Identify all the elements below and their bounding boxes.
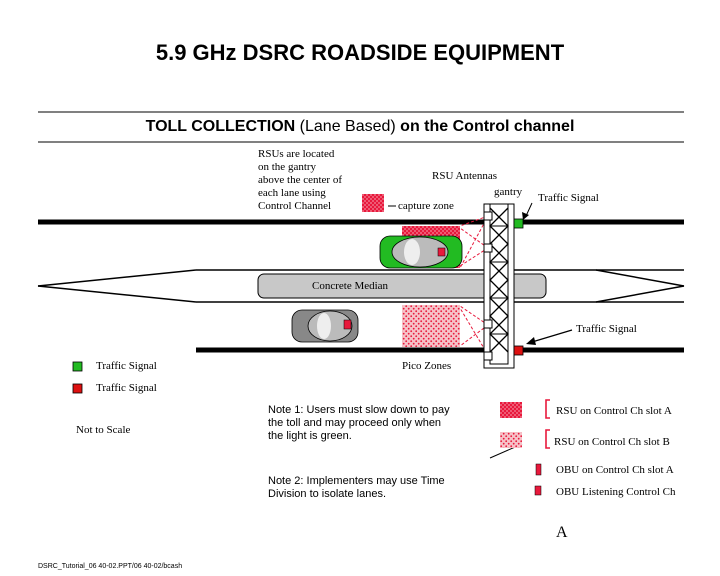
rsu-note-line: each lane using	[258, 187, 326, 199]
capture-zone-label: capture zone	[398, 200, 454, 212]
note-2: Note 2: Implementers may use Time Divisi…	[268, 475, 445, 500]
legend-obu-listen-swatch	[534, 485, 542, 496]
legend-red-signal-icon	[72, 383, 83, 394]
rsu-antennas-label: RSU Antennas	[432, 170, 498, 182]
car-gray-icon	[291, 309, 359, 343]
gantry	[483, 203, 515, 369]
traffic-signal-label-top: Traffic Signal	[538, 192, 599, 204]
legend-rsu-slot-a-swatch	[500, 402, 522, 418]
legend-brackets	[545, 399, 550, 449]
slot-a-marker: A	[556, 524, 568, 541]
car-green-icon	[379, 235, 463, 269]
arrow-head-top	[522, 212, 529, 220]
legend-obu-slot-a-swatch	[535, 463, 542, 476]
gantry-label: gantry	[494, 186, 523, 198]
traffic-signal-green-icon	[513, 218, 524, 229]
footer-filename: DSRC_Tutorial_06 40-02.PPT/06 40-02/bcas…	[38, 563, 183, 570]
rsu-antennas	[483, 211, 493, 361]
legend-obu-listen-label: OBU Listening Control Ch	[556, 486, 676, 498]
not-to-scale-label: Not to Scale	[76, 424, 131, 436]
legend-green-signal-label: Traffic Signal	[96, 360, 157, 372]
rsu-location-note: RSUs are located on the gantry above the…	[258, 148, 342, 213]
section-title-light: (Lane Based)	[295, 118, 401, 135]
antenna-beams	[459, 215, 489, 356]
section-title: TOLL COLLECTION (Lane Based) on the Cont…	[0, 118, 720, 136]
capture-zone-swatch	[362, 194, 384, 212]
pico-zones-label: Pico Zones	[402, 360, 452, 372]
rsu-note-line: above the center of	[258, 174, 342, 186]
legend-rsu-slot-a-label: RSU on Control Ch slot A	[556, 405, 672, 417]
note-1: Note 1: Users must slow down to pay the …	[268, 404, 450, 442]
taper-left-top	[37, 269, 197, 287]
traffic-signal-red-icon	[513, 345, 524, 356]
arrow-head-bottom	[526, 337, 536, 345]
traffic-signal-arrow-bottom	[531, 329, 573, 343]
taper-right-bottom	[595, 285, 685, 303]
concrete-median-label: Concrete Median	[312, 280, 389, 292]
rsu-note-line: Control Channel	[258, 200, 332, 212]
legend-red-signal-label: Traffic Signal	[96, 382, 157, 394]
concrete-median	[257, 273, 547, 299]
section-title-bold: TOLL COLLECTION	[145, 118, 296, 135]
legend-green-signal-icon	[72, 361, 83, 372]
legend-obu-slot-a-label: OBU on Control Ch slot A	[556, 464, 674, 476]
traffic-signal-arrow-top	[525, 202, 533, 217]
rsu-note-line: on the gantry	[258, 161, 317, 173]
traffic-signal-label-bottom: Traffic Signal	[576, 323, 637, 335]
section-title-bold-2: on the Control channel	[400, 118, 575, 135]
pico-zone-bottom	[402, 305, 460, 347]
legend-rsu-slot-b-swatch	[500, 432, 522, 448]
page-title: 5.9 GHz DSRC ROADSIDE EQUIPMENT	[155, 40, 565, 65]
taper-left-bottom	[37, 285, 197, 303]
legend-rsu-slot-b-label: RSU on Control Ch slot B	[554, 436, 670, 448]
rsu-note-line: RSUs are located	[258, 148, 335, 160]
taper-right-top	[595, 269, 685, 287]
